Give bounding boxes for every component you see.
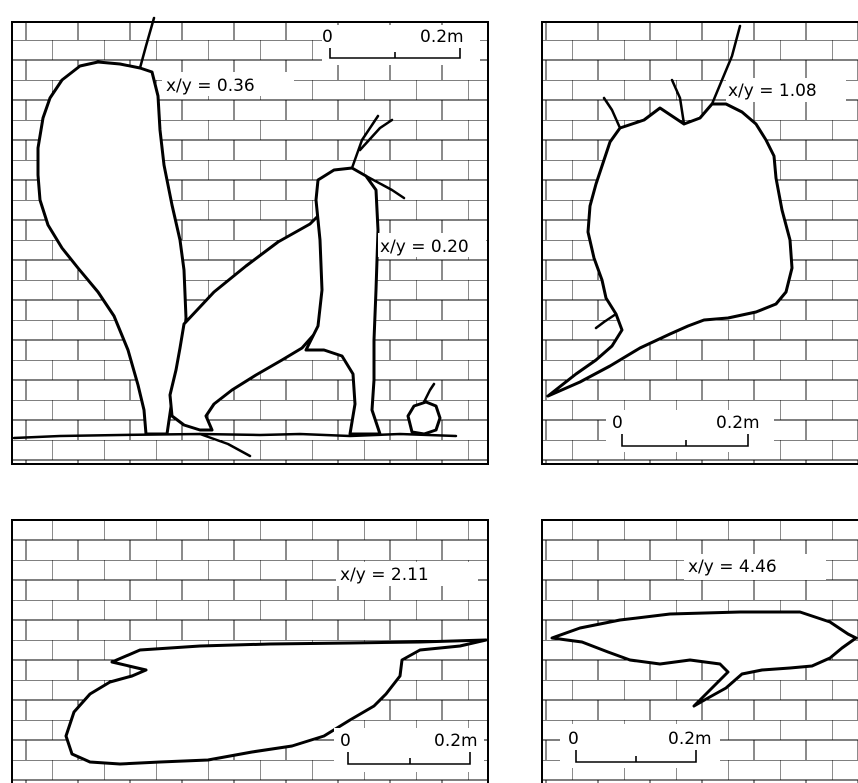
panel-1-hole-middle <box>168 210 332 432</box>
panel-2-scale-bg <box>606 410 774 452</box>
panel-2-ratio: x/y = 1.08 <box>728 81 817 101</box>
panel-4-ratio-bg <box>684 554 826 580</box>
panel-1-hole-right <box>304 166 382 436</box>
panel-1-hole-left <box>36 60 188 436</box>
panel-4-frame <box>541 519 858 783</box>
panel-4-hole <box>550 610 858 708</box>
panel-1-crack-small <box>422 382 436 404</box>
panel-4: x/y = 4.46 0 0.2m <box>541 519 858 783</box>
panel-1-ratio-b-bg <box>378 233 486 257</box>
panel-1-ground-line <box>12 432 458 458</box>
panel-1-hole-small <box>406 400 442 436</box>
panel-4-scale-bg <box>560 724 720 768</box>
panel-3-scale-bar <box>347 752 471 765</box>
panel-2-scale-end: 0.2m <box>716 413 760 433</box>
panel-3: x/y = 2.11 0 0.2m <box>11 519 489 783</box>
panel-4-scale-start: 0 <box>568 729 579 749</box>
panel-4-scale-end: 0.2m <box>668 729 712 749</box>
panel-1-frame <box>11 21 489 465</box>
panel-3-frame <box>11 519 489 783</box>
panel-2-scale-bar <box>621 434 749 447</box>
panel-1-ratio-a: x/y = 0.36 <box>166 76 255 96</box>
panel-2-crack-top <box>594 24 742 330</box>
panel-4-scale-bar <box>575 750 697 763</box>
panel-2-hole <box>546 102 794 398</box>
panel-2-frame <box>541 21 858 465</box>
panel-4-ratio: x/y = 4.46 <box>688 557 777 577</box>
panel-1-crack-right <box>350 114 406 200</box>
panel-1-ratio-b: x/y = 0.20 <box>380 237 469 257</box>
panel-3-hole <box>64 638 488 766</box>
panel-2: x/y = 1.08 0 0.2m <box>541 21 858 465</box>
panel-3-scale-start: 0 <box>340 731 351 751</box>
panel-1-scale-bar <box>329 48 461 59</box>
panel-1-crack-top <box>138 16 156 70</box>
panel-1-scale-start: 0 <box>322 27 333 47</box>
panel-1-scale-end: 0.2m <box>420 27 464 47</box>
panel-1-ratio-a-bg <box>162 72 294 96</box>
panel-1: x/y = 0.36 x/y = 0.20 0 0.2m <box>11 16 489 465</box>
panel-3-ratio: x/y = 2.11 <box>340 565 429 585</box>
panel-2-ratio-bg <box>726 78 846 102</box>
panel-3-ratio-bg <box>336 562 478 586</box>
panel-2-scale-start: 0 <box>612 413 623 433</box>
panel-3-scale-end: 0.2m <box>434 731 478 751</box>
